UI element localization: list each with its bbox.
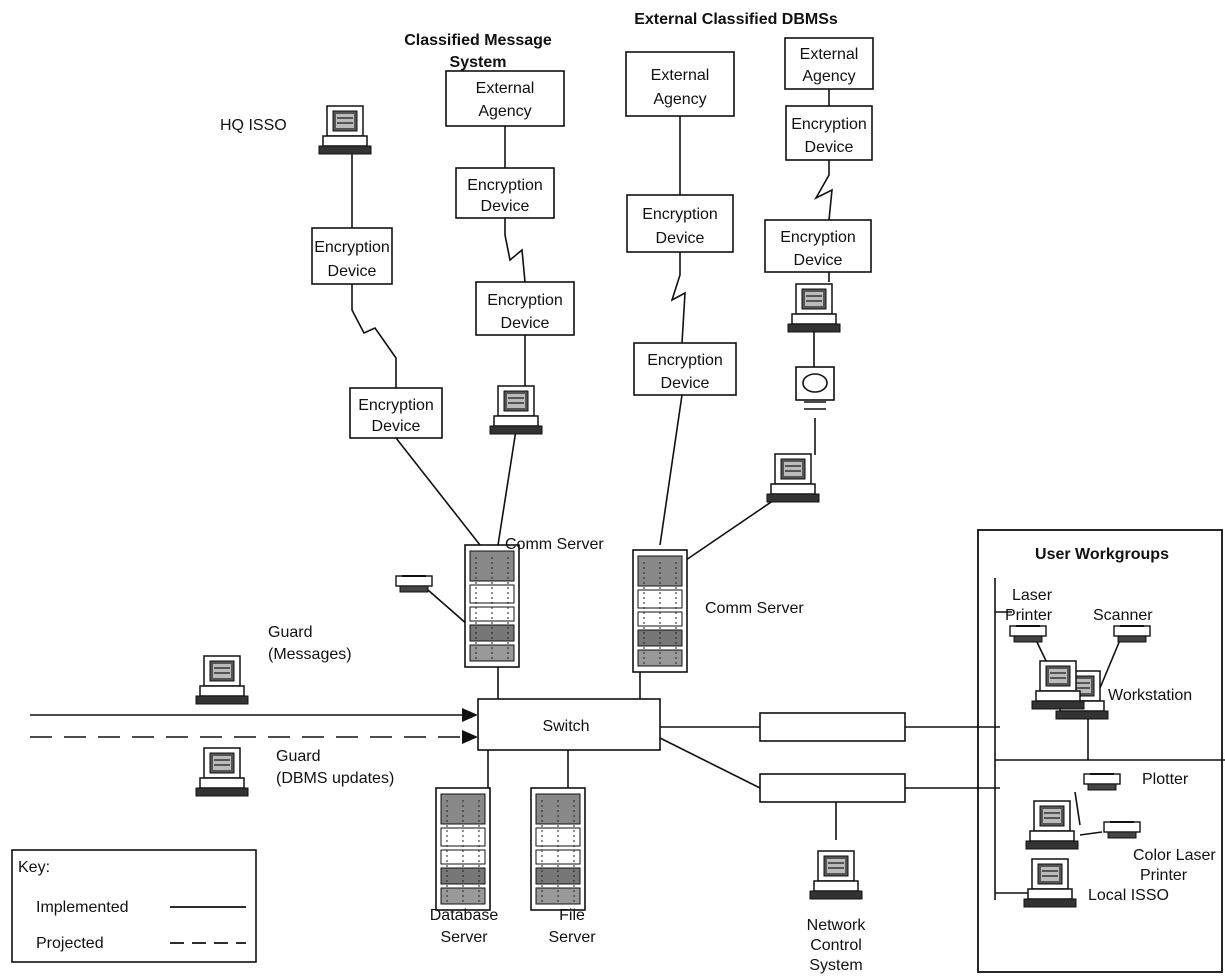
key-implemented-label: Implemented [36, 899, 129, 916]
ncs-label-3: System [809, 957, 862, 974]
device-label: Device [805, 139, 854, 156]
local-isso-label: Local ISSO [1088, 887, 1169, 904]
comm-server-label-1: Comm Server [505, 536, 604, 553]
guard-dbms-label-2: (DBMS updates) [276, 770, 394, 787]
encryption-label: Encryption [467, 177, 543, 194]
file-server-label-2: Server [548, 929, 596, 946]
color-laser-printer-label-2: Printer [1140, 867, 1188, 884]
scanner-label: Scanner [1093, 607, 1153, 624]
file-server-label: File [559, 907, 585, 924]
guard-messages-label: Guard [268, 624, 312, 641]
cms-workstation-icon [490, 386, 542, 434]
guard-messages-workstation-icon [196, 656, 248, 704]
guard-dbms-workstation-icon [196, 748, 248, 796]
device-label: Device [372, 418, 421, 435]
device-label: Device [656, 230, 705, 247]
external-agency-label: External [800, 46, 859, 63]
user-workgroups-heading: User Workgroups [1035, 546, 1169, 563]
external-agency-label: External [476, 80, 535, 97]
dbms-terminal-icon [767, 454, 819, 502]
link-box-upper [760, 713, 905, 741]
database-server-label: Database [430, 907, 499, 924]
external-agency-label-2: Agency [653, 91, 706, 108]
heading-classified-message-system-2: System [450, 54, 507, 71]
ncs-label-2: Control [810, 937, 862, 954]
plotter-label: Plotter [1142, 771, 1189, 788]
workstation-icon-2 [1032, 661, 1084, 709]
switch-label: Switch [542, 718, 589, 735]
color-laser-printer-icon [1104, 822, 1140, 838]
plotter-workstation-icon [1026, 801, 1078, 849]
workstation-label: Workstation [1108, 687, 1192, 704]
laser-printer-label: Laser [1012, 587, 1053, 604]
laser-printer-label-2: Printer [1005, 607, 1053, 624]
heading-classified-message-system: Classified Message [404, 32, 552, 49]
hq-isso-label: HQ ISSO [220, 117, 287, 134]
comm-printer-icon [396, 576, 432, 592]
file-server-icon [531, 788, 585, 910]
encryption-label: Encryption [358, 397, 434, 414]
external-agency-label: External [651, 67, 710, 84]
link-box-lower [760, 774, 905, 802]
encryption-label: Encryption [647, 352, 723, 369]
network-control-workstation-icon [810, 851, 862, 899]
color-laser-printer-label: Color Laser [1133, 847, 1216, 864]
ncs-label: Network [807, 917, 867, 934]
encryption-label: Encryption [791, 116, 867, 133]
comm-server-label-2: Comm Server [705, 600, 804, 617]
device-label: Device [481, 198, 530, 215]
comm-server-2-icon [633, 550, 687, 672]
database-server-icon [436, 788, 490, 910]
comm-server-1-icon [465, 545, 519, 667]
scanner-icon [1114, 626, 1150, 642]
encryption-label: Encryption [642, 206, 718, 223]
external-agency-label-2: Agency [802, 68, 855, 85]
guard-dbms-label: Guard [276, 748, 320, 765]
dbms-workstation-icon [788, 284, 840, 332]
device-label: Device [794, 252, 843, 269]
guard-messages-label-2: (Messages) [268, 646, 352, 663]
laser-printer-icon [1010, 626, 1046, 642]
encryption-label: Encryption [314, 239, 390, 256]
heading-external-classified-dbmss: External Classified DBMSs [634, 11, 838, 28]
modem-dial-icon [803, 374, 827, 392]
device-label: Device [661, 375, 710, 392]
key-projected-label: Projected [36, 935, 104, 952]
key-title: Key: [18, 859, 50, 876]
device-label: Device [501, 315, 550, 332]
device-label: Device [328, 263, 377, 280]
external-agency-label-2: Agency [478, 103, 531, 120]
local-isso-workstation-icon [1024, 859, 1076, 907]
encryption-label: Encryption [487, 292, 563, 309]
plotter-icon [1084, 774, 1120, 790]
database-server-label-2: Server [440, 929, 488, 946]
encryption-label: Encryption [780, 229, 856, 246]
hq-isso-workstation-icon [319, 106, 371, 154]
